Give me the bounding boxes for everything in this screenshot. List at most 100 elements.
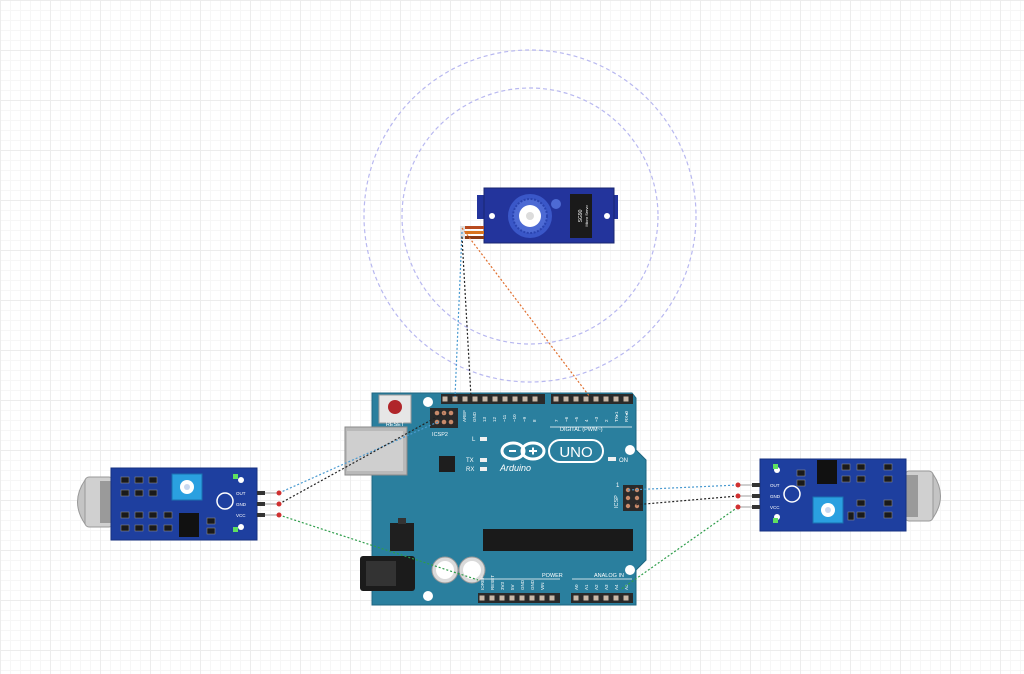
pin-label: A0 [574,584,579,590]
smd-part [883,463,893,471]
sound-sensor-right[interactable]: OUT GND VCC [738,458,941,532]
mounting-hole [423,397,433,407]
smd-part [883,499,893,507]
header-pin[interactable] [613,396,619,402]
led-on-label: ON [619,458,628,464]
header-pin[interactable] [442,396,448,402]
wire-right-vcc[interactable] [619,506,739,591]
header-pin[interactable] [509,595,515,601]
pin-label: ~5 [574,416,579,422]
pin-label: RX◂0 [624,410,629,422]
servo-gear [508,194,552,238]
power-header[interactable] [478,593,560,603]
header-pin[interactable] [452,396,458,402]
header-pin[interactable] [573,595,579,601]
header-pin[interactable] [563,396,569,402]
servo-small-gear [551,199,561,209]
header-pin[interactable] [502,396,508,402]
digital-label: DIGITAL (PWM~) [560,427,603,433]
header-pin[interactable] [492,396,498,402]
smd-part [796,479,806,487]
atmega-chip [483,529,633,551]
signal-led [773,518,778,523]
header-pin[interactable] [489,595,495,601]
sensor-pin-header[interactable] [257,491,279,517]
led-tx-label: TX [466,458,474,464]
pin-label: 12 [492,416,497,422]
analog-header[interactable] [571,593,633,603]
reset-button[interactable] [378,394,412,424]
wire-left-out[interactable] [278,420,441,494]
header-pin[interactable] [583,595,589,601]
header-pin[interactable] [603,595,609,601]
header-pin[interactable] [623,595,629,601]
header-pin[interactable] [532,396,538,402]
header-pin[interactable] [472,396,478,402]
header-pin[interactable] [623,396,629,402]
smd-part [120,524,130,532]
header-pin[interactable] [512,396,518,402]
pin-label-gnd: GND [770,494,781,499]
servo-leads [460,226,484,239]
servo-label-plate [570,194,592,238]
smd-part [206,527,216,535]
led-l [480,437,487,441]
wire-endpoints [276,482,741,518]
digital-header-left[interactable] [441,394,545,404]
wire-left-vcc[interactable] [278,514,479,581]
header-pin[interactable] [529,595,535,601]
header-pin[interactable] [462,396,468,402]
potentiometer[interactable] [171,473,203,501]
smd-part [120,476,130,484]
header-pin[interactable] [573,396,579,402]
led-rx [480,467,487,471]
smd-part [148,524,158,532]
smd-part [841,475,851,483]
header-pin[interactable] [603,396,609,402]
header-pin[interactable] [593,396,599,402]
sensor-pin-header[interactable] [738,483,760,509]
smd-part [856,511,866,519]
pin-label: 5V [510,584,515,590]
header-pin[interactable] [613,595,619,601]
power-led [233,474,238,479]
smd-part [134,524,144,532]
header-pin[interactable] [482,396,488,402]
wire-left-gnd[interactable] [278,412,445,505]
header-pin[interactable] [499,595,505,601]
header-pin[interactable] [522,396,528,402]
power-led [773,464,778,469]
wire-servo-vcc[interactable] [454,231,463,398]
header-pin[interactable] [549,595,555,601]
smd-part [163,524,173,532]
arduino-logo-text: Arduino [499,463,531,473]
mounting-hole [625,565,635,575]
header-pin[interactable] [519,595,525,601]
wire-servo-signal[interactable] [461,227,591,398]
microphone-icon [904,470,941,522]
sound-sensor-left[interactable]: OUT GND VCC [77,467,280,541]
smd-part [847,511,855,521]
icsp2-header [430,408,458,428]
digital-header-right[interactable] [551,394,633,404]
header-pin[interactable] [583,396,589,402]
header-pin[interactable] [553,396,559,402]
pin-label: AREF [462,410,467,422]
pin-label: GND [472,411,477,422]
potentiometer[interactable] [812,496,844,524]
header-pin[interactable] [479,595,485,601]
smd-components [120,476,216,535]
servo-motor[interactable]: SG90 Micro Servo [460,187,618,244]
smd-part [148,489,158,497]
header-pin[interactable] [593,595,599,601]
voltage-regulator [390,523,414,551]
wire-servo-gnd[interactable] [461,236,472,398]
wire-right-gnd[interactable] [632,495,739,506]
mounting-hole [625,445,635,455]
smd-part [796,469,806,477]
header-pin[interactable] [539,595,545,601]
uno-text: UNO [559,444,592,461]
smd-part [120,489,130,497]
